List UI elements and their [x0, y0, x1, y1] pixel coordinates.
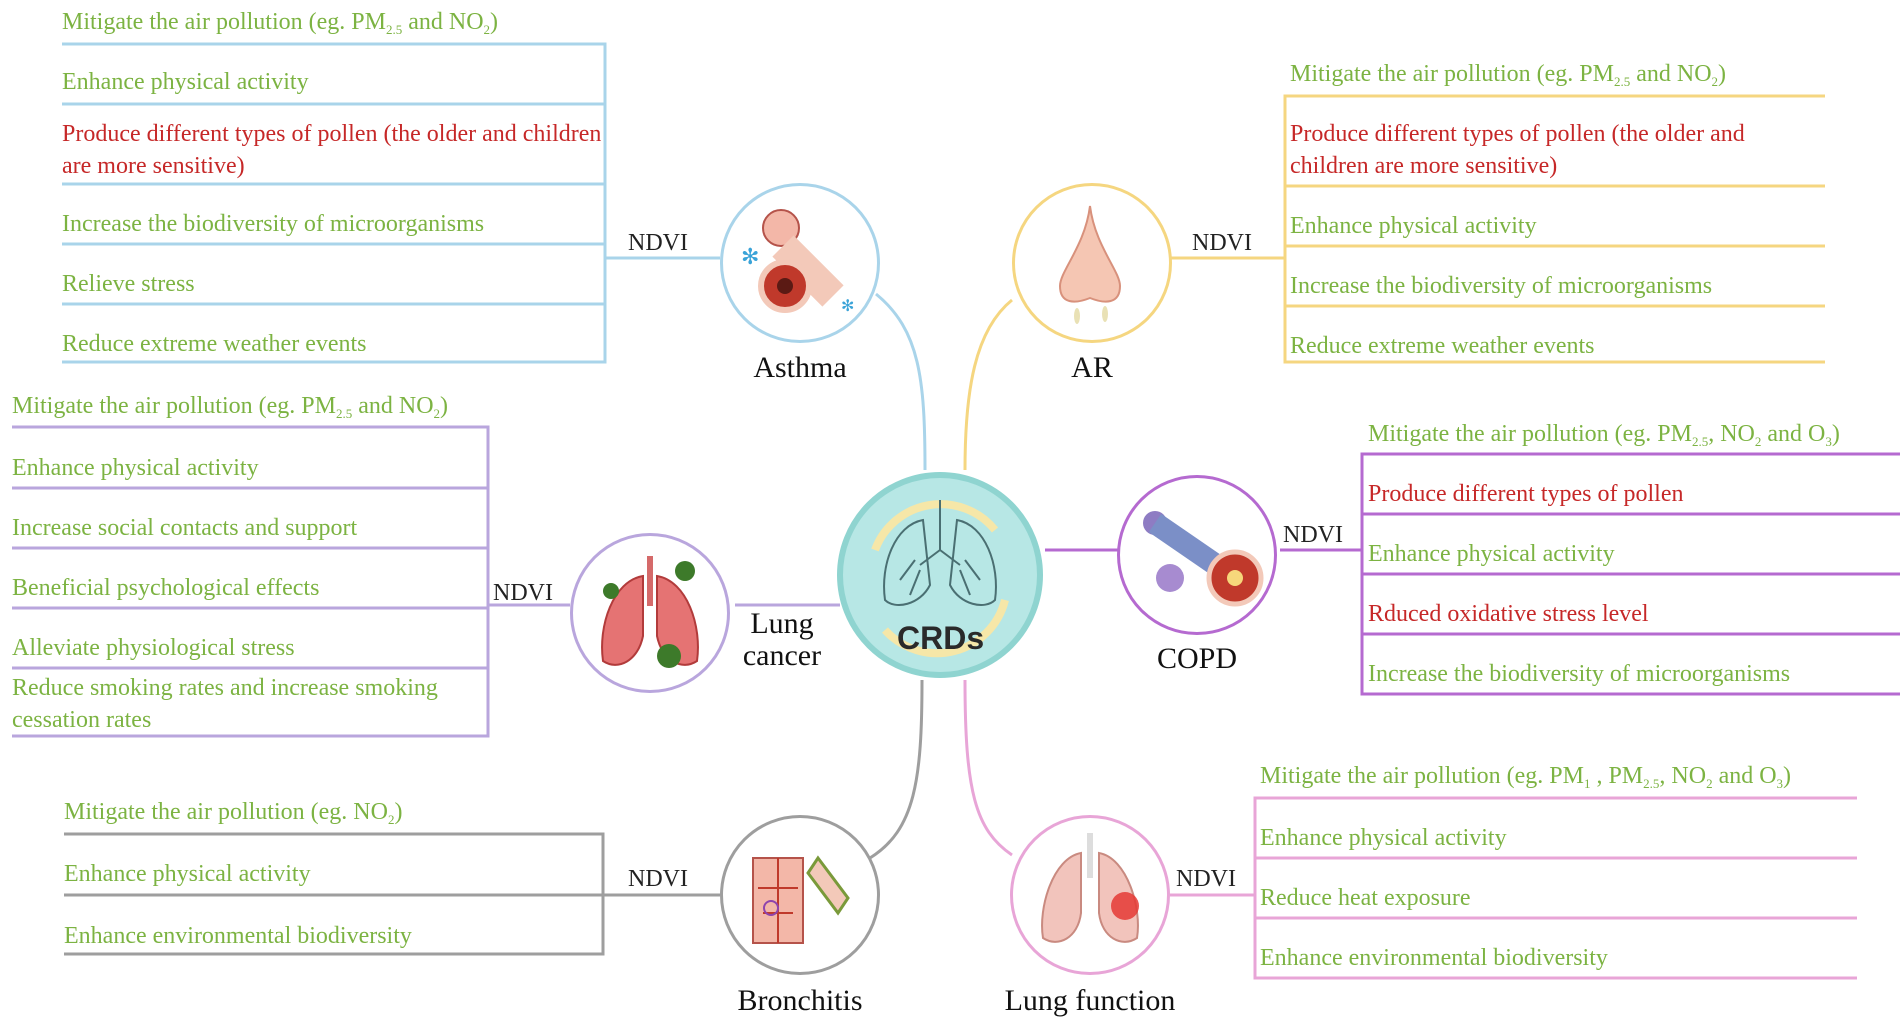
- crds-center: CRDs: [835, 470, 1045, 680]
- cancer-lungs-icon: [601, 556, 699, 668]
- copd-ndvi-label: NDVI: [1283, 522, 1343, 548]
- ar-item: Produce different types of pollen (the o…: [1290, 121, 1745, 179]
- lung-cancer-item: Mitigate the air pollution (eg. PM2.5 an…: [12, 393, 449, 421]
- asthma-connector: [62, 42, 927, 471]
- lung-function-ndvi-label: NDVI: [1176, 866, 1236, 892]
- lung-function-label: Lung function: [1004, 984, 1176, 1017]
- lung-function-icon: [1041, 833, 1139, 943]
- svg-text:✻: ✻: [841, 298, 854, 315]
- bronchitis-connector: [64, 679, 924, 956]
- bronchitis-label: Bronchitis: [737, 984, 863, 1017]
- lung-cancer-ndvi-label: NDVI: [493, 580, 553, 606]
- lung-cancer-connector: [12, 425, 840, 738]
- lung-cancer-item: Enhance physical activity: [12, 455, 259, 481]
- ar-item: Reduce extreme weather events: [1290, 333, 1595, 359]
- lung-function-item: Enhance physical activity: [1260, 825, 1507, 851]
- bronchitis-item: Enhance environmental biodiversity: [64, 923, 412, 949]
- ar-item: Enhance physical activity: [1290, 213, 1537, 239]
- copd-item: Rduced oxidative stress level: [1368, 601, 1649, 627]
- lung-function-connector: [963, 679, 1857, 980]
- lung-cancer-item: Increase social contacts and support: [12, 515, 358, 541]
- lung-cancer-item: Beneficial psychological effects: [12, 575, 320, 601]
- lung-cancer-item: Reduce smoking rates and increase smokin…: [12, 675, 438, 733]
- asthma-item: Increase the biodiversity of microorgani…: [62, 211, 485, 237]
- asthma-label: Asthma: [753, 351, 847, 384]
- lung-function-item: Enhance environmental biodiversity: [1260, 945, 1608, 971]
- lung-function-circle: [1010, 815, 1170, 975]
- asthma-ndvi-label: NDVI: [628, 230, 688, 256]
- copd-item: Increase the biodiversity of microorgani…: [1368, 661, 1791, 687]
- copd-connector: [1045, 452, 1900, 696]
- ar-item: Mitigate the air pollution (eg. PM2.5 an…: [1290, 61, 1727, 89]
- asthma-item: Mitigate the air pollution (eg. PM2.5 an…: [62, 9, 499, 37]
- bronchitis-lung-icon: [752, 855, 850, 944]
- asthma-circle: ✻ ✻: [720, 183, 880, 343]
- asthma-item: Relieve stress: [62, 271, 195, 297]
- lung-cancer-label: Lung cancer: [742, 607, 822, 672]
- copd-item: Enhance physical activity: [1368, 541, 1615, 567]
- ar-item: Increase the biodiversity of microorgani…: [1290, 273, 1713, 299]
- bronchitis-item: Mitigate the air pollution (eg. NO2): [64, 799, 403, 827]
- nose-icon: [1058, 205, 1122, 324]
- lung-function-item: Reduce heat exposure: [1260, 885, 1471, 911]
- copd-circle: [1117, 475, 1277, 635]
- ar-connector: [963, 94, 1825, 471]
- asthma-item: Enhance physical activity: [62, 69, 309, 95]
- copd-item: Produce different types of pollen: [1368, 481, 1684, 507]
- asthma-item: Reduce extreme weather events: [62, 331, 367, 357]
- bronchitis-circle: [720, 815, 880, 975]
- copd-item: Mitigate the air pollution (eg. PM2.5, N…: [1368, 421, 1840, 449]
- bronchitis-item: Enhance physical activity: [64, 861, 311, 887]
- svg-text:✻: ✻: [741, 244, 759, 269]
- bronchitis-ndvi-label: NDVI: [628, 866, 688, 892]
- copd-label: COPD: [1156, 642, 1238, 675]
- lungs-icon: [883, 500, 997, 606]
- lung-function-item: Mitigate the air pollution (eg. PM1 , PM…: [1260, 763, 1792, 791]
- center-label: CRDs: [897, 620, 985, 656]
- copd-airway-icon: [1143, 511, 1264, 607]
- airway-icon: ✻ ✻: [741, 209, 854, 315]
- lung-cancer-item: Alleviate physiological stress: [12, 635, 295, 661]
- ar-label: AR: [1071, 351, 1113, 384]
- asthma-item: Produce different types of pollen (the o…: [62, 121, 602, 179]
- ar-circle: [1012, 183, 1172, 343]
- ar-ndvi-label: NDVI: [1192, 230, 1252, 256]
- lung-cancer-circle: [570, 533, 730, 693]
